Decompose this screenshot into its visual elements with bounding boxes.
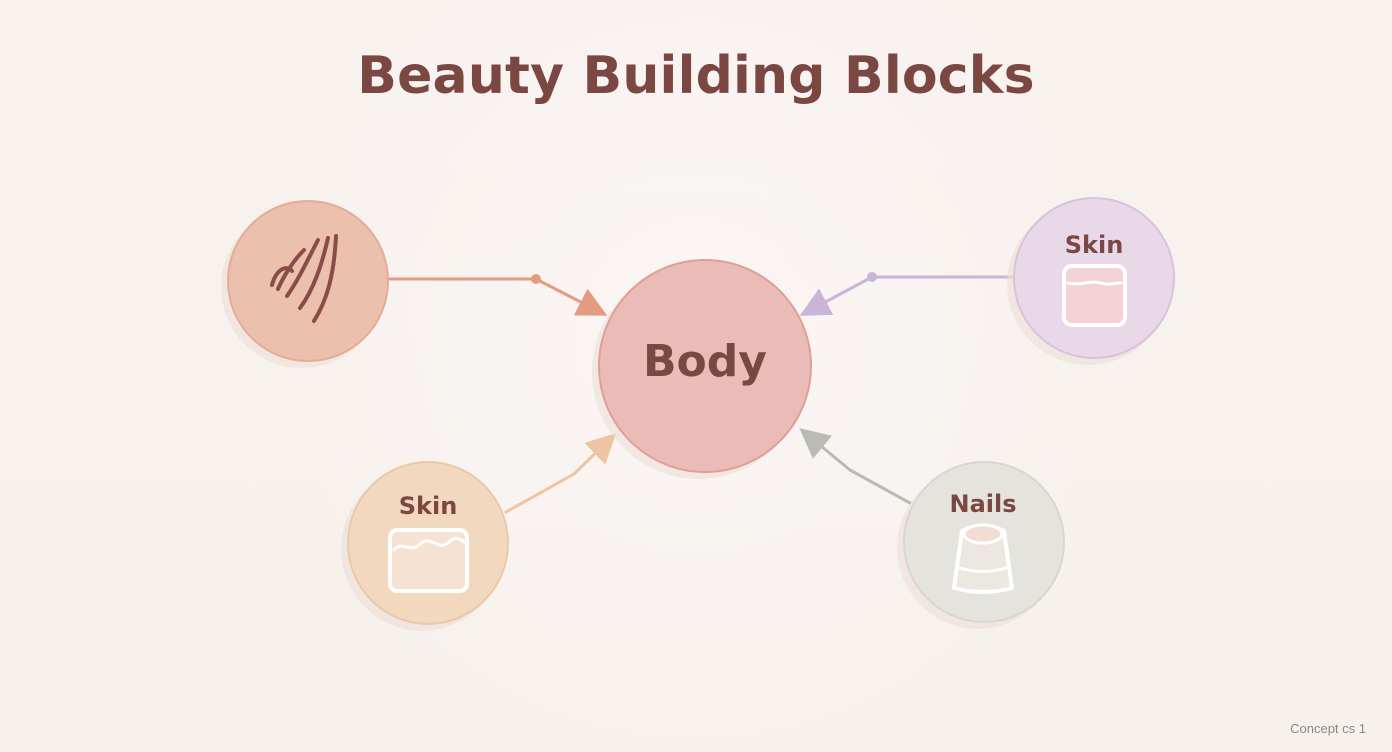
footer-caption: Concept cs 1 — [1290, 721, 1366, 736]
skin-right-label: Skin — [1064, 231, 1124, 259]
page-title: Beauty Building Blocks — [357, 46, 1035, 106]
skin-right-connector — [799, 272, 1014, 316]
body-node — [598, 259, 812, 473]
body-label: Body — [643, 336, 767, 387]
hair-node — [227, 200, 389, 362]
skin-container-icon — [388, 528, 469, 593]
hair-connector — [388, 274, 608, 316]
skin-jar-icon — [1062, 264, 1127, 327]
nail-cup-icon — [952, 523, 1014, 594]
skin-left-label: Skin — [398, 492, 458, 520]
hair-strands-icon — [270, 234, 338, 323]
nails-connector — [799, 428, 912, 505]
skin-left-connector — [504, 432, 617, 514]
nails-label: Nails — [949, 490, 1017, 518]
